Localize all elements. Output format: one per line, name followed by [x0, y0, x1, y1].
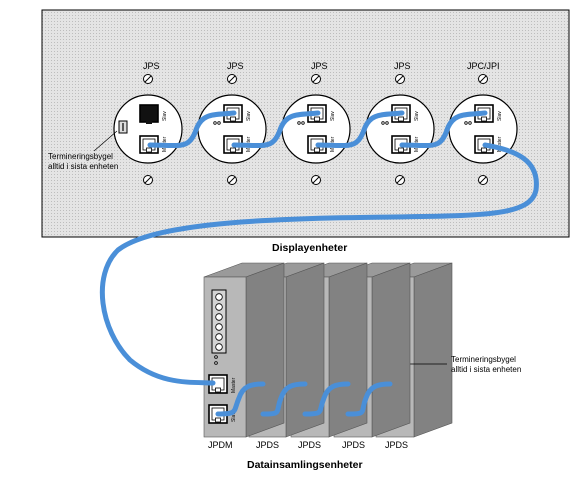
port-label: Slav	[497, 111, 503, 121]
cable-data-3	[302, 381, 351, 417]
led-icon	[214, 355, 218, 359]
terminal-screw-icon	[215, 323, 223, 331]
screw-icon	[311, 175, 321, 185]
data-unit-label-1: JPDM	[208, 440, 233, 450]
screw-icon	[227, 74, 237, 84]
display-units-heading: Displayenheter	[272, 242, 348, 254]
led-icon	[217, 121, 221, 125]
port-label: Slav	[246, 111, 252, 121]
terminal-screw-icon	[215, 333, 223, 341]
screw-icon	[227, 175, 237, 185]
cable-data-4	[345, 381, 393, 417]
screw-icon	[478, 175, 488, 185]
pointer-line	[93, 130, 118, 152]
led-icon	[214, 361, 218, 365]
cable-long	[99, 142, 539, 386]
port-label: Slav	[414, 111, 420, 121]
screw-icon	[395, 175, 405, 185]
module-side	[371, 262, 411, 438]
terminal-screw-icon	[215, 313, 223, 321]
cable-display-4	[399, 110, 488, 149]
cable-display-2	[231, 110, 321, 149]
led-icon	[468, 121, 472, 125]
port-label: Master	[497, 136, 503, 152]
display-unit-label-1: JPS	[143, 61, 160, 71]
cable-display-1	[147, 110, 237, 149]
unused-port	[139, 104, 159, 124]
data-unit-label-4: JPDS	[342, 440, 366, 450]
display-unit-label-3: JPS	[311, 61, 328, 71]
data-termination-note-line1: Termineringsbygel	[451, 355, 516, 364]
led-icon	[301, 121, 305, 125]
data-unit-label-5: JPDS	[385, 440, 409, 450]
display-termination-note-line2: alltid i sista enheten	[48, 162, 119, 171]
cable-data-2	[260, 381, 308, 417]
port-label: Slav	[231, 412, 237, 422]
display-unit-label-2: JPS	[227, 61, 244, 71]
screw-icon	[143, 74, 153, 84]
port-label: Slav	[330, 111, 336, 121]
data-collection-modules: MasterSlavMasterSlavMasterSlavMasterSlav…	[203, 262, 453, 438]
master-port	[208, 374, 228, 394]
terminal-screw-icon	[215, 303, 223, 311]
cable-data-1	[215, 381, 266, 417]
led-icon	[464, 121, 468, 125]
data-unit-label-2: JPDS	[256, 440, 280, 450]
data-unit-label-3: JPDS	[298, 440, 322, 450]
display-termination-note-line1: Termineringsbygel	[48, 152, 113, 161]
port-label: Slav	[162, 111, 168, 121]
led-icon	[213, 121, 217, 125]
terminal-screw-icon	[215, 343, 223, 351]
cables	[99, 110, 539, 417]
screw-icon	[311, 74, 321, 84]
led-icon	[297, 121, 301, 125]
display-units: SlavMasterSlavMasterSlavMasterSlavMaster…	[93, 74, 518, 185]
display-unit-label-5: JPC/JPI	[467, 61, 500, 71]
terminal-screw-icon	[215, 293, 223, 301]
screw-icon	[143, 175, 153, 185]
cable-display-3	[315, 110, 405, 149]
module-side	[413, 262, 453, 438]
data-units-heading: Datainsamlingsenheter	[247, 459, 363, 471]
port-label: Master	[231, 377, 237, 393]
display-unit-label-4: JPS	[394, 61, 411, 71]
screw-icon	[478, 74, 488, 84]
led-icon	[381, 121, 385, 125]
screw-icon	[395, 74, 405, 84]
data-termination-note-line2: alltid i sista enheten	[451, 365, 522, 374]
led-icon	[385, 121, 389, 125]
